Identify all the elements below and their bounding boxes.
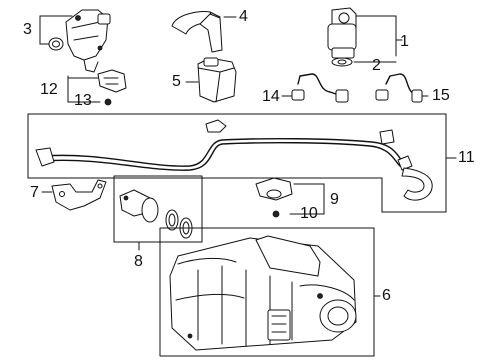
sensor-9-part: [255, 177, 325, 218]
callout-1: 1: [400, 33, 409, 50]
sensor-14-part: [281, 73, 349, 103]
callout-13: 13: [74, 92, 92, 109]
solenoid-box-part: [185, 57, 237, 103]
callout-6: 6: [382, 287, 391, 304]
bracket-12-part: [67, 69, 127, 106]
callout-11: 11: [458, 149, 475, 166]
canister-frame: [159, 227, 381, 357]
callout-9: 9: [330, 191, 339, 208]
vapor-line-part: [35, 119, 433, 201]
callout-3: 3: [23, 21, 32, 38]
purge-valve-part: [39, 9, 111, 73]
callout-15: 15: [432, 87, 450, 104]
bracket-7-part: [41, 179, 107, 211]
vapor-line-frame: [27, 113, 457, 213]
callout-10: 10: [300, 205, 318, 222]
callout-7: 7: [30, 184, 39, 201]
callout-5: 5: [172, 73, 181, 90]
callout-8: 8: [134, 253, 143, 270]
charcoal-canister-part: [169, 235, 357, 351]
sensor-15-part: [375, 73, 429, 103]
vacuum-hose-part: [171, 11, 237, 53]
valve-kit-part: [119, 189, 193, 239]
callout-4: 4: [239, 8, 248, 25]
egr-valve-part: [327, 7, 403, 67]
callout-12: 12: [40, 81, 58, 98]
valve-kit-frame: [113, 175, 203, 251]
callout-2: 2: [372, 57, 381, 74]
callout-14: 14: [262, 88, 280, 105]
